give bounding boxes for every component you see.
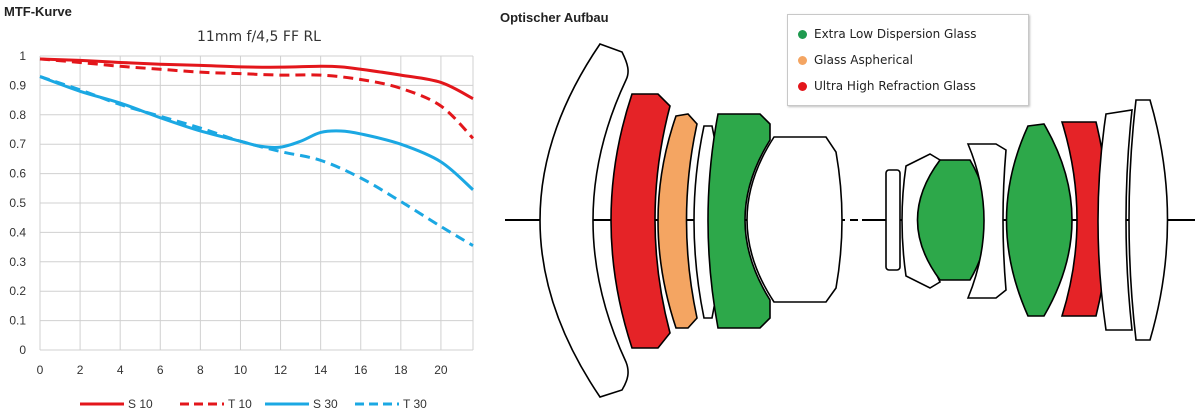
lens-element-3-aspherical: [657, 113, 698, 329]
lens-element-9-ed: [916, 159, 989, 281]
lens-element-6: [746, 136, 843, 303]
y-tick-label: 0.7: [9, 137, 26, 151]
lens-element-5-ed: [707, 113, 771, 329]
x-tick-label: 10: [234, 363, 248, 377]
x-tick-label: 6: [157, 363, 164, 377]
legend-dot-icon: [798, 55, 807, 65]
y-tick-label: 1: [19, 49, 26, 63]
y-tick-label: 0.2: [9, 284, 26, 298]
x-tick-label: 4: [117, 363, 124, 377]
optics-heading: Optischer Aufbau: [500, 10, 609, 25]
legend-item-ed: Extra Low Dispersion Glass: [798, 27, 977, 41]
mtf-heading: MTF-Kurve: [4, 4, 72, 19]
lens-element-1: [539, 43, 629, 398]
lens-element-2-uhr: [610, 93, 671, 349]
x-tick-label: 12: [274, 363, 288, 377]
y-tick-label: 0.9: [9, 78, 26, 92]
legend-label: T 10: [228, 397, 252, 411]
legend-label: Glass Aspherical: [814, 53, 913, 67]
y-tick-label: 0.5: [9, 196, 26, 210]
legend-label: S 30: [313, 397, 338, 411]
lens-element-7: [885, 169, 901, 271]
y-tick-label: 0.8: [9, 108, 26, 122]
y-tick-label: 0.4: [9, 225, 26, 239]
series-line-s-10: [39, 57, 474, 100]
lens-element-14: [1128, 99, 1169, 341]
lens-element-11-ed: [1005, 123, 1073, 317]
legend-item-aspherical: Glass Aspherical: [798, 53, 913, 67]
chart-series: [39, 57, 475, 247]
legend-item-uhr: Ultra High Refraction Glass: [798, 79, 976, 93]
glass-legend: Extra Low Dispersion Glass Glass Aspheri…: [787, 14, 1029, 106]
lens-element-13: [1097, 109, 1133, 331]
legend-dot-icon: [798, 81, 807, 91]
y-tick-label: 0.3: [9, 255, 26, 269]
legend-dot-icon: [798, 29, 807, 39]
legend-label: Ultra High Refraction Glass: [814, 79, 976, 93]
mtf-chart: 11mm f/4,5 FF RL 0 0.1 0.2 0.3 0.4 0.5 0.6 0.7 0…: [9, 29, 475, 411]
y-tick-label: 0.6: [9, 167, 26, 181]
chart-title: 11mm f/4,5 FF RL: [197, 29, 321, 45]
y-tick-label: 0.1: [9, 314, 26, 328]
legend-label: T 30: [403, 397, 427, 411]
x-tick-label: 18: [394, 363, 408, 377]
legend-label: S 10: [128, 397, 153, 411]
x-tick-label: 14: [314, 363, 328, 377]
legend-label: Extra Low Dispersion Glass: [814, 27, 977, 41]
x-tick-label: 2: [77, 363, 84, 377]
chart-legend: S 10 T 10 S 30 T 30: [80, 397, 427, 411]
x-tick-label: 8: [197, 363, 204, 377]
lens-element-10: [966, 143, 1007, 299]
y-tick-label: 0: [19, 343, 26, 357]
x-tick-label: 0: [37, 363, 44, 377]
x-tick-label: 16: [354, 363, 368, 377]
series-line-t-30: [39, 75, 474, 247]
x-tick-label: 20: [434, 363, 448, 377]
